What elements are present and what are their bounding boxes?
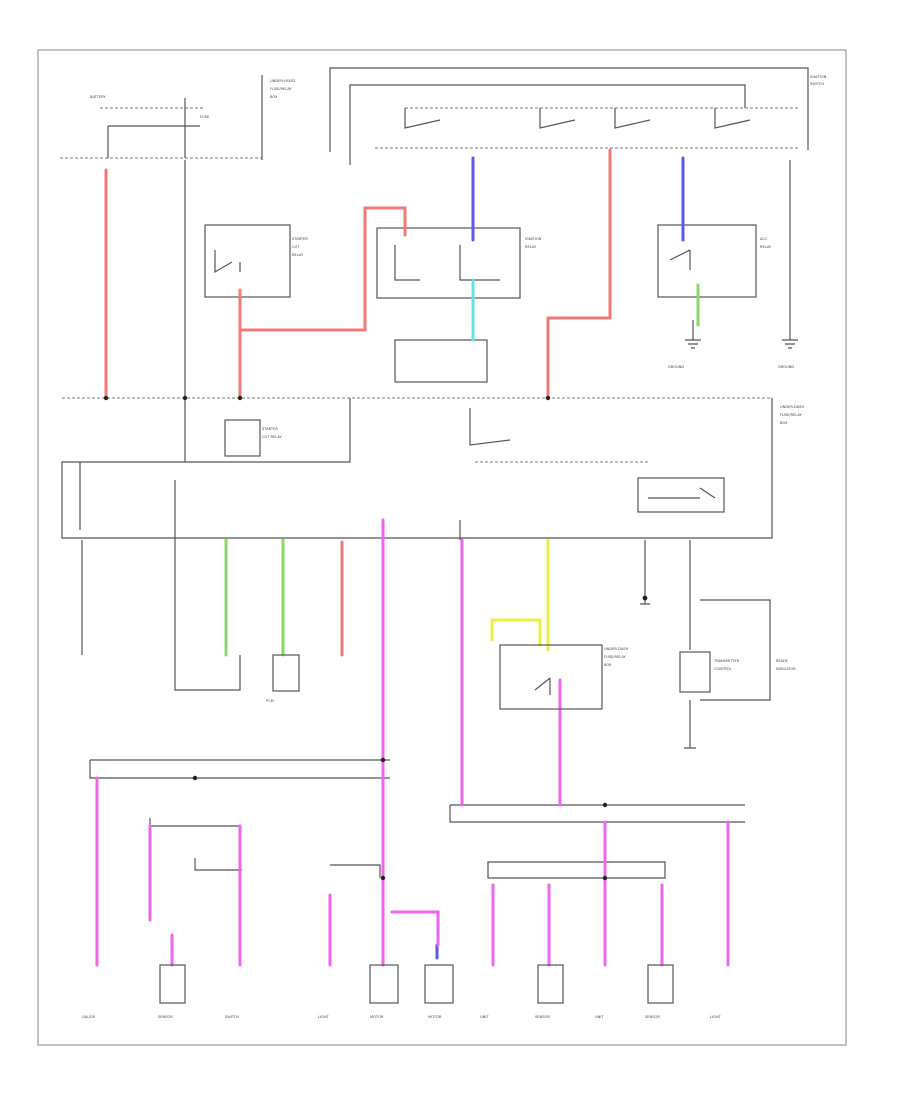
svg-text:CUT: CUT bbox=[292, 245, 300, 249]
svg-text:BOX: BOX bbox=[270, 95, 278, 99]
svg-text:SENSOR: SENSOR bbox=[535, 1015, 550, 1019]
underhood-fuse-box: UNDER-HOOD FUSE/RELAY BOX BATTERY FUSE bbox=[60, 75, 295, 160]
svg-text:GROUND: GROUND bbox=[668, 365, 684, 369]
blue-wires bbox=[435, 156, 685, 960]
svg-text:IGNITION: IGNITION bbox=[525, 237, 542, 241]
svg-text:SWITCH: SWITCH bbox=[225, 1015, 239, 1019]
svg-text:UNDER-DASH: UNDER-DASH bbox=[604, 647, 628, 651]
svg-text:MOTOR: MOTOR bbox=[370, 1015, 384, 1019]
svg-text:CONTROL: CONTROL bbox=[714, 667, 732, 671]
red-wires bbox=[104, 148, 612, 657]
svg-text:RELAY: RELAY bbox=[760, 245, 772, 249]
mid-ground-symbols bbox=[640, 590, 696, 749]
ignition-relays: IGNITION RELAY bbox=[376, 227, 542, 383]
svg-text:RELAY: RELAY bbox=[292, 253, 304, 257]
svg-text:TRANSMITTER: TRANSMITTER bbox=[713, 659, 740, 663]
svg-text:PCM: PCM bbox=[266, 699, 274, 703]
acc-relay-lower: UNDER-DASH FUSE/RELAY BOX bbox=[499, 644, 628, 710]
acc-relay: ACC RELAY bbox=[657, 224, 772, 298]
svg-text:BATTERY: BATTERY bbox=[90, 95, 107, 99]
svg-text:INDICATOR: INDICATOR bbox=[776, 667, 796, 671]
svg-text:STARTER: STARTER bbox=[292, 237, 308, 241]
svg-text:MOTOR: MOTOR bbox=[428, 1015, 442, 1019]
svg-text:UNDER-HOOD: UNDER-HOOD bbox=[270, 79, 295, 83]
diagram-frame bbox=[37, 49, 847, 1046]
pcm-unit: PCM bbox=[266, 654, 300, 703]
svg-text:FUSE/RELAY: FUSE/RELAY bbox=[604, 655, 626, 659]
black-wires bbox=[79, 160, 771, 879]
svg-text:LIGHT: LIGHT bbox=[318, 1015, 330, 1019]
svg-text:UNDER-DASH: UNDER-DASH bbox=[780, 405, 804, 409]
svg-text:IGNITION: IGNITION bbox=[810, 75, 827, 79]
pink-wires bbox=[95, 518, 730, 967]
svg-text:GAUGE: GAUGE bbox=[82, 1015, 96, 1019]
ignition-switch: IGNITION SWITCH bbox=[329, 67, 827, 165]
svg-text:FUSE: FUSE bbox=[200, 115, 210, 119]
svg-text:RELAY: RELAY bbox=[525, 245, 537, 249]
svg-text:LIGHT: LIGHT bbox=[710, 1015, 722, 1019]
junction-dots bbox=[103, 395, 648, 881]
svg-text:BOX: BOX bbox=[604, 663, 612, 667]
ground-symbols-upper: GROUND GROUND bbox=[668, 160, 798, 369]
svg-text:ACC: ACC bbox=[760, 237, 768, 241]
starter-cut-relay: STARTER CUT RELAY bbox=[204, 224, 308, 298]
svg-text:FUSE/RELAY: FUSE/RELAY bbox=[270, 87, 292, 91]
svg-text:CUT RELAY: CUT RELAY bbox=[262, 435, 283, 439]
svg-text:UNIT: UNIT bbox=[595, 1015, 604, 1019]
under-dash-fuse-box: UNDER-DASH FUSE/RELAY BOX STARTER CUT RE… bbox=[61, 397, 804, 539]
svg-text:FUSE/RELAY: FUSE/RELAY bbox=[780, 413, 802, 417]
svg-text:STARTER: STARTER bbox=[262, 427, 278, 431]
svg-text:SENSOR: SENSOR bbox=[158, 1015, 173, 1019]
svg-text:SENSOR: SENSOR bbox=[645, 1015, 660, 1019]
svg-text:GROUND: GROUND bbox=[778, 365, 794, 369]
green-wires bbox=[224, 283, 700, 657]
svg-text:SWITCH: SWITCH bbox=[810, 82, 824, 86]
svg-text:READY: READY bbox=[776, 659, 789, 663]
svg-text:BOX: BOX bbox=[780, 421, 788, 425]
bottom-loads: GAUGE SENSOR SWITCH LIGHT MOTOR MOTOR UN… bbox=[82, 964, 722, 1019]
immobilizer-unit: TRANSMITTER CONTROL READY INDICATOR bbox=[679, 651, 796, 693]
yellow-wires bbox=[490, 538, 550, 652]
svg-text:UNIT: UNIT bbox=[480, 1015, 489, 1019]
